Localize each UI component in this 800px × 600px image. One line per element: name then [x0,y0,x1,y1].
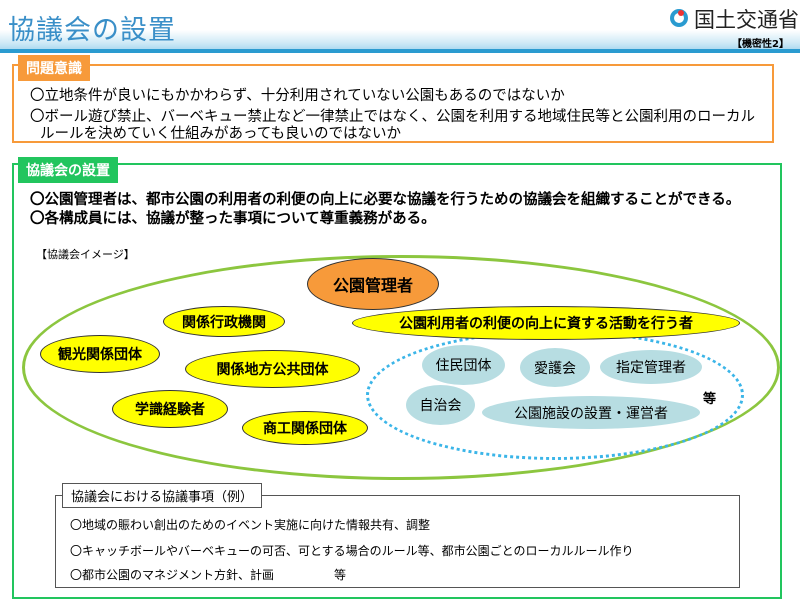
council-ellipse [22,255,780,480]
council-line: 〇公園管理者は、都市公園の利用者の利便の向上に必要な協議を行うための協議会を組織… [30,192,741,208]
council-label: 協議会の設置 [18,157,118,183]
topic-item: 〇都市公園のマネジメント方針、計画 等 [70,568,347,582]
member-admin-agencies: 関係行政機関 [163,306,285,337]
issue-line: 〇ボール遊び禁止、バーベキュー禁止など一律禁止ではなく、公園を利用する地域住民等… [30,109,755,125]
issue-box [12,64,774,143]
members-etc: 等 [703,392,717,407]
issue-line: 〇立地条件が良いにもかかわらず、十分利用されていない公園もあるのではないか [30,88,565,104]
topic-item: 〇地域の賑わい創出のためのイベント実施に向けた情報共有、調整 [70,518,431,532]
page-title: 協議会の設置 [8,15,176,46]
member-residents: 住民団体 [422,345,505,385]
member-designated-manager: 指定管理者 [600,350,702,384]
member-tourism: 観光関係団体 [40,335,160,373]
issue-line: ルールを決めていく仕組みがあっても良いのではないか [40,126,402,142]
issue-label: 問題意識 [18,55,90,81]
classification-label: 【機密性2】 [732,39,789,50]
ministry-name: 国土交通省 [694,8,799,32]
header-rule [0,49,800,53]
topics-box [55,495,740,588]
member-experts: 学識経験者 [112,390,228,428]
council-image-label: 【協議会イメージ】 [36,248,135,261]
member-neighborhood: 自治会 [406,385,475,425]
mlit-emblem-icon [670,9,688,27]
member-friends: 愛護会 [520,348,590,387]
topic-item: 〇キャッチボールやバーベキューの可否、可とする場合のルール等、都市公園ごとのロー… [70,544,634,558]
member-park-manager: 公園管理者 [307,258,439,310]
member-activity-persons: 公園利用者の利便の向上に資する活動を行う者 [352,306,740,340]
header-band [0,30,800,52]
member-commerce: 商工関係団体 [242,411,368,445]
member-local-gov: 関係地方公共団体 [185,350,360,388]
council-line: 〇各構成員には、協議が整った事項について尊重義務がある。 [30,211,436,227]
council-box [12,163,782,599]
ministry-logo: 国土交通省 [668,4,799,34]
topics-title: 協議会における協議事項（例） [62,483,263,508]
member-facility-operators: 公園施設の設置・運営者 [482,396,700,429]
